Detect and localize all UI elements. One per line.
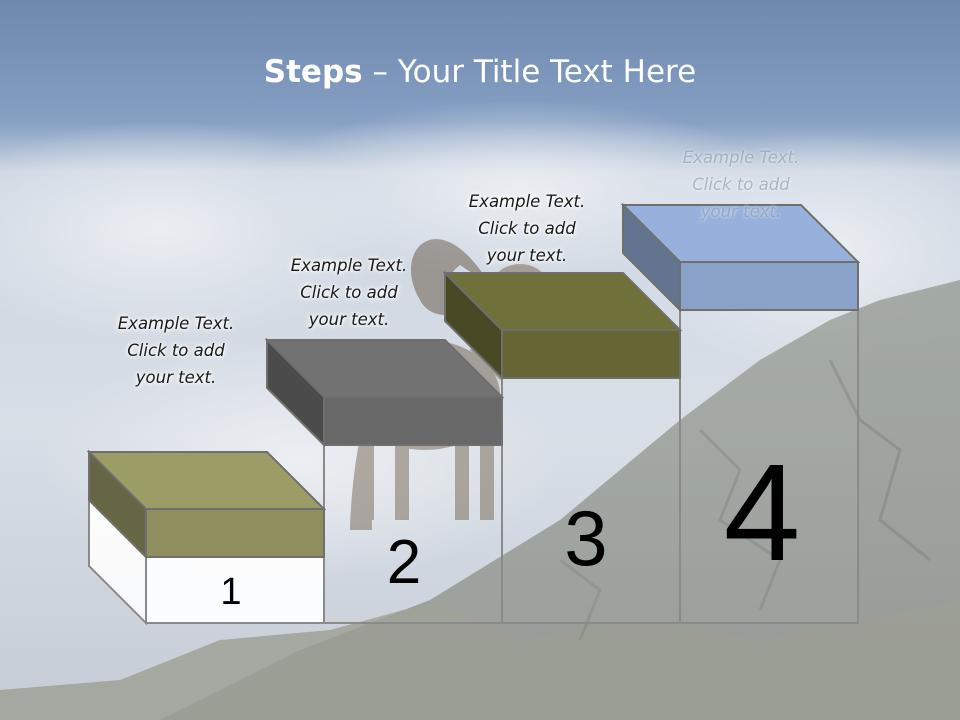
step-3-front-face	[501, 377, 681, 624]
step-3-caption-line: Example Text.	[468, 192, 586, 211]
step-3-caption-line: your text.	[486, 246, 568, 265]
step-2-pillar	[323, 444, 503, 624]
step-4-block-front	[679, 261, 859, 311]
step-4-block[interactable]	[620, 202, 861, 313]
step-2-front-face	[323, 444, 503, 624]
step-4-caption[interactable]: Example Text. Click to add your text.	[641, 144, 841, 225]
step-1-number: 1	[220, 571, 241, 613]
step-2-caption-line: Example Text.	[290, 256, 408, 275]
step-2-block[interactable]	[264, 337, 505, 448]
step-2-caption[interactable]: Example Text. Click to add your text.	[249, 252, 449, 333]
step-2-number: 2	[387, 528, 421, 597]
step-1-pillar	[88, 497, 325, 626]
step-1-caption[interactable]: Example Text. Click to add your text.	[76, 310, 276, 391]
step-4-caption-line: Example Text.	[682, 148, 800, 167]
step-2-block-front	[323, 396, 503, 446]
step-2-caption-line: Click to add	[300, 283, 398, 302]
step-4-front-face	[679, 309, 859, 624]
title-rest-text: – Your Title Text Here	[362, 54, 697, 90]
step-1-front-face	[145, 556, 325, 624]
step-3-caption-line: Click to add	[478, 219, 576, 238]
step-1-block[interactable]	[86, 449, 327, 560]
step-4-caption-line: Click to add	[692, 175, 790, 194]
step-1-block-front	[145, 508, 325, 558]
step-4-number: 4	[724, 436, 801, 590]
step-1-caption-line: your text.	[135, 368, 217, 387]
step-4-pillar	[679, 309, 859, 624]
step-1-caption-line: Example Text.	[117, 314, 235, 333]
step-3-block-front	[501, 329, 681, 379]
step-3-number: 3	[564, 494, 607, 582]
step-3-caption[interactable]: Example Text. Click to add your text.	[427, 188, 627, 269]
step-3-pillar	[501, 377, 681, 624]
step-4-caption-line: your text.	[700, 202, 782, 221]
step-1-caption-line: Click to add	[127, 341, 225, 360]
step-3-block[interactable]	[442, 270, 683, 381]
step-2-caption-line: your text.	[308, 310, 390, 329]
title-bold-text: Steps	[263, 54, 363, 90]
slide-title[interactable]: Steps – Your Title Text Here	[0, 54, 960, 90]
